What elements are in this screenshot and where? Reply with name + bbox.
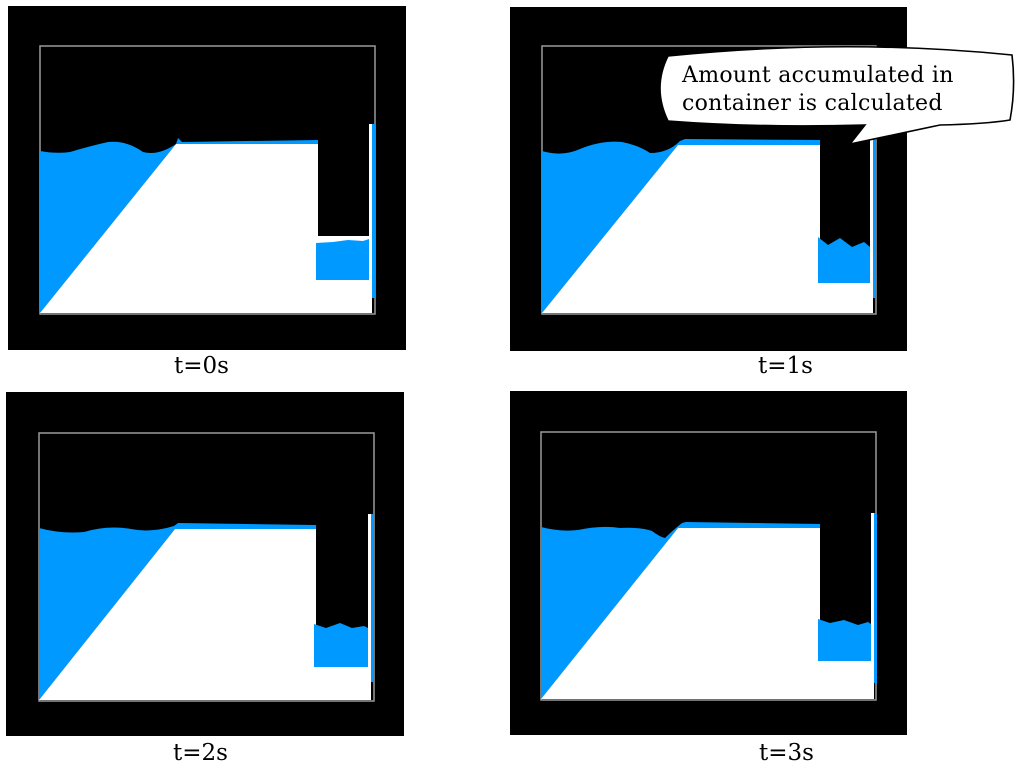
simulation-panel-t3 [510,391,907,735]
simulation-frame-t0 [39,45,376,315]
simulation-frame-t1 [541,45,877,315]
container-water [818,619,871,661]
reservoir-water [541,522,820,699]
caption-t0: t=0s [174,353,229,379]
dam-structure [40,124,372,313]
outflow-stream [371,514,374,682]
simulation-panel-t1 [510,7,907,351]
container-water [818,237,870,283]
container-water [316,239,369,280]
container-water [314,623,368,667]
caption-t3: t=3s [759,740,814,766]
reservoir-water [542,139,820,313]
caption-t1: t=1s [758,353,813,379]
simulation-frame-t3 [540,431,877,701]
dam-structure [541,513,874,699]
dam-structure [542,123,873,313]
dam-structure [39,514,371,700]
caption-t2: t=2s [173,740,228,766]
simulation-frame-t2 [38,432,375,702]
outflow-stream [874,513,877,683]
simulation-panel-t2 [6,392,404,736]
simulation-panel-t0 [8,6,406,350]
callout-text: Amount accumulated in container is calcu… [682,62,992,118]
outflow-stream [372,124,375,298]
callout-line-2: container is calculated [682,91,943,116]
outflow-stream [873,123,876,298]
callout-line-1: Amount accumulated in [682,63,954,88]
reservoir-water [39,523,316,700]
reservoir-water [40,138,318,313]
